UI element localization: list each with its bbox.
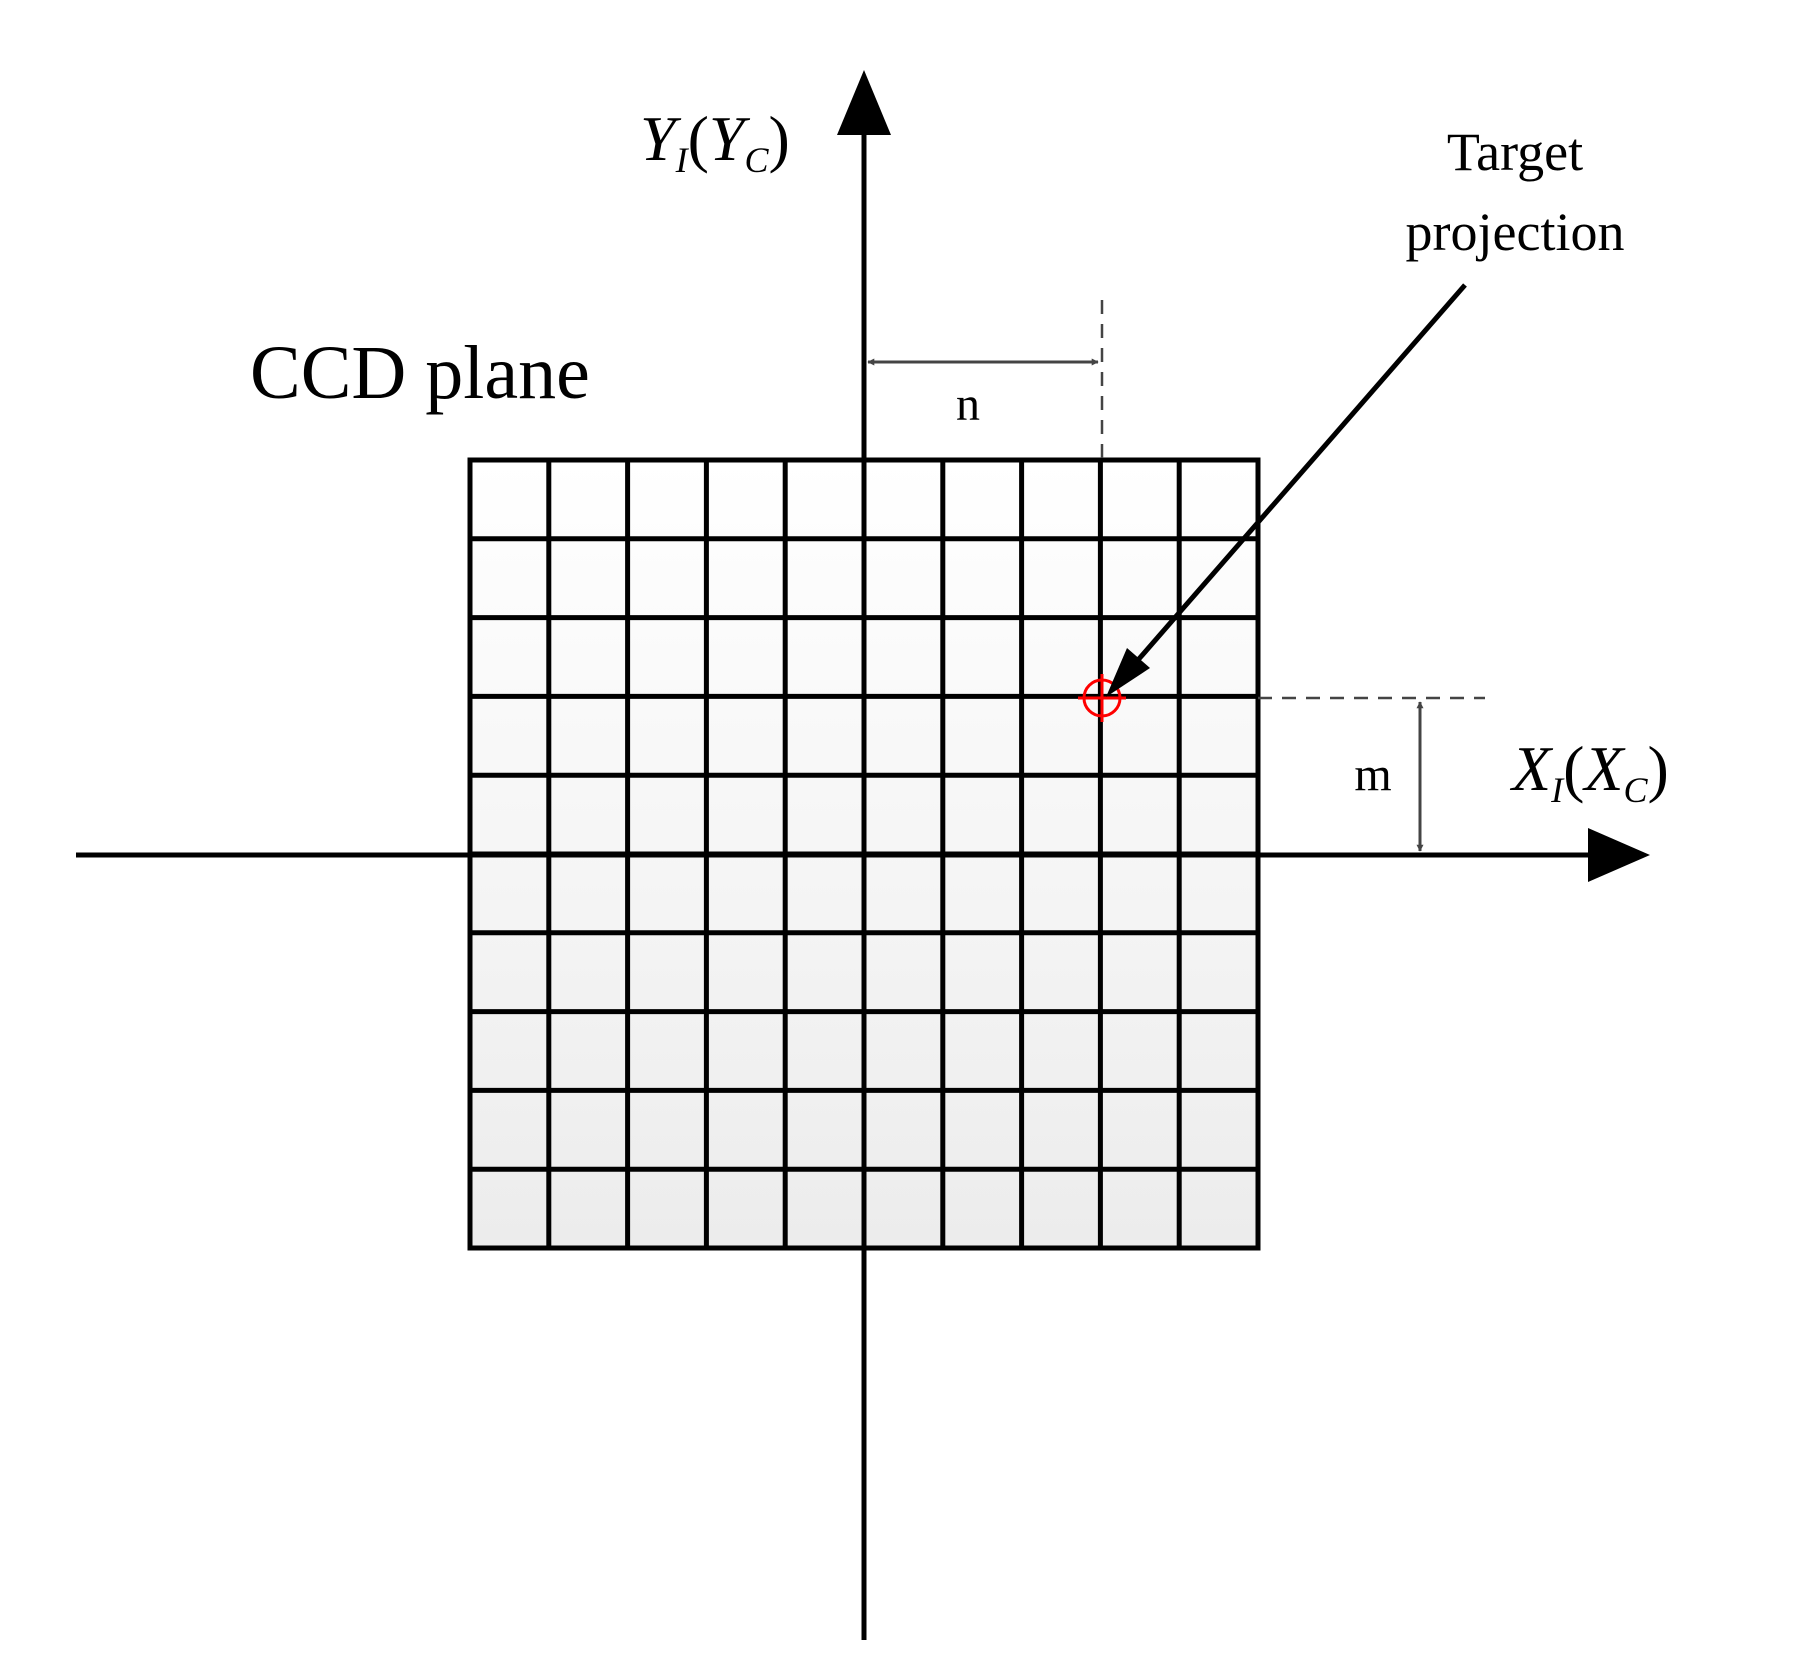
x-axis-sub: I bbox=[1550, 770, 1565, 810]
m-dimension-label: m bbox=[1354, 748, 1391, 801]
target-pointer-arrowhead bbox=[1106, 648, 1150, 697]
y-axis-close-paren: ) bbox=[769, 103, 790, 174]
target-projection-marker bbox=[1078, 674, 1126, 722]
y-axis-paren-sub: C bbox=[745, 140, 770, 180]
n-dimension-label: n bbox=[956, 378, 980, 431]
y-axis-open-paren: ( bbox=[688, 103, 709, 174]
y-axis-label: YI(YC) bbox=[640, 103, 790, 180]
ccd-plane-label: CCD plane bbox=[250, 331, 590, 415]
x-axis-label: XI(XC) bbox=[1509, 733, 1669, 810]
y-axis-sub: I bbox=[675, 140, 690, 180]
x-axis-main: X bbox=[1509, 733, 1554, 804]
target-label-line1: Target bbox=[1447, 122, 1583, 182]
x-axis-paren-sub: C bbox=[1624, 770, 1649, 810]
y-axis-main: Y bbox=[640, 103, 682, 174]
target-label-line2: projection bbox=[1406, 202, 1625, 262]
y-axis-arrowhead bbox=[837, 70, 891, 135]
x-axis-close-paren: ) bbox=[1648, 733, 1669, 804]
x-axis-paren-main: X bbox=[1581, 733, 1626, 804]
x-axis-open-paren: ( bbox=[1563, 733, 1584, 804]
target-pointer-arrow bbox=[1136, 283, 1467, 662]
x-axis-arrowhead bbox=[1588, 828, 1650, 882]
y-axis-paren-main: Y bbox=[709, 103, 751, 174]
